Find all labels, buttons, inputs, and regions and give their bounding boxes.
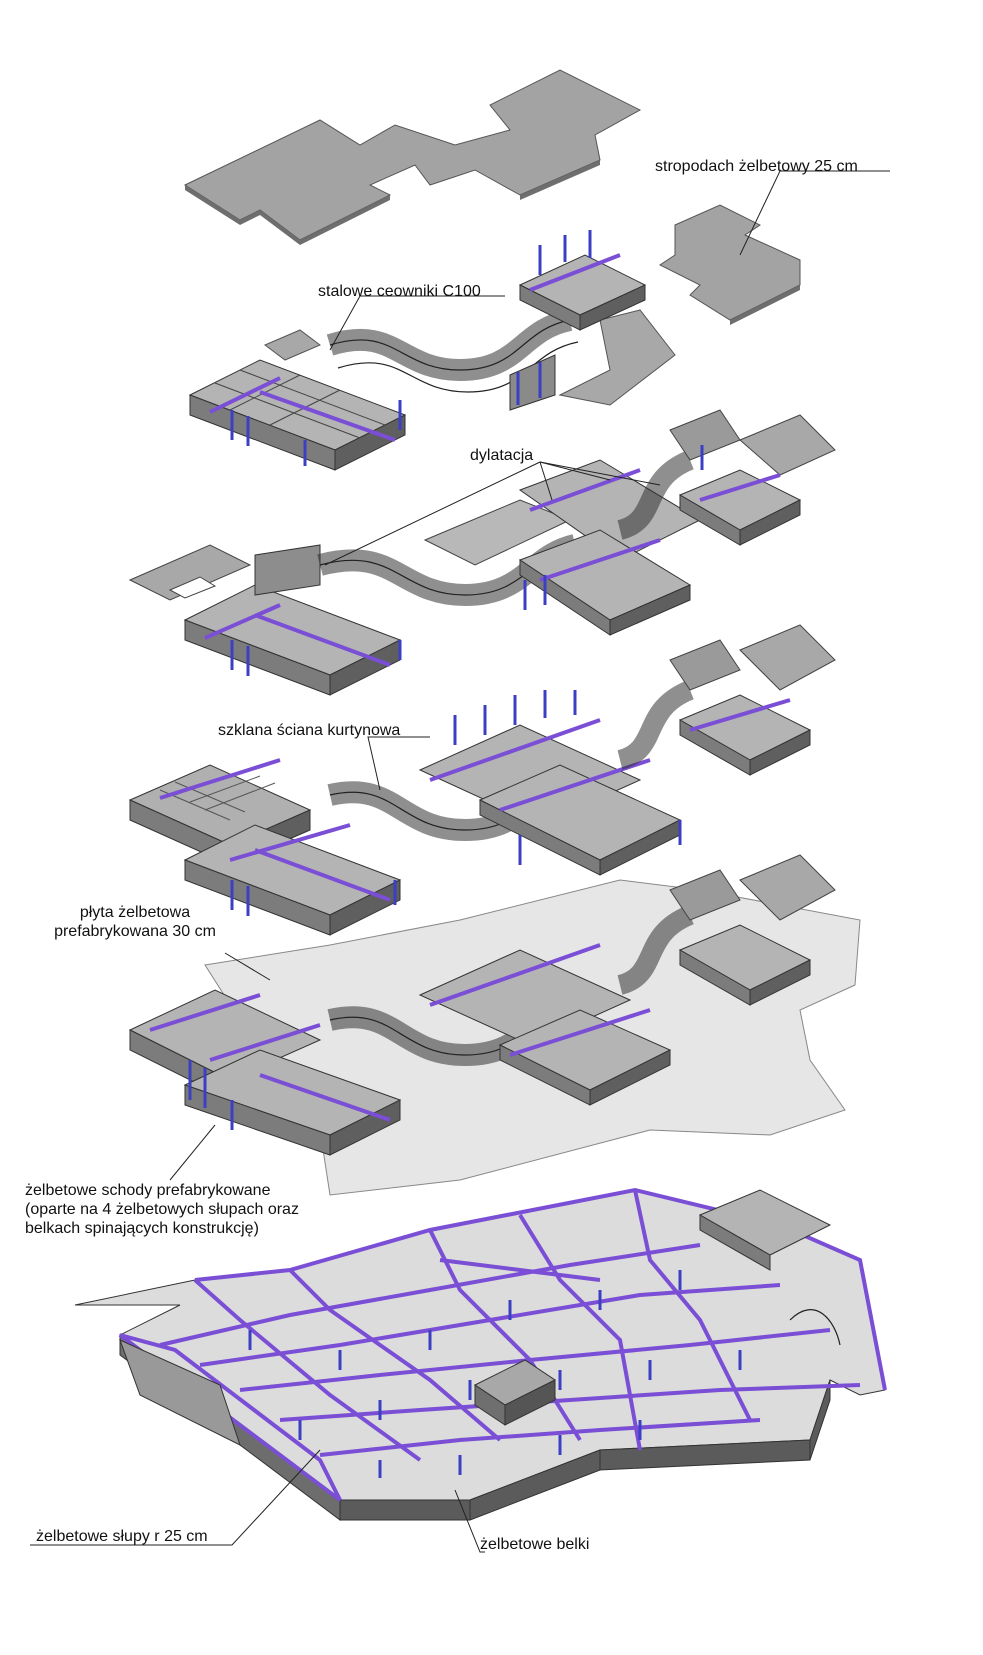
- label-dilatation: dylatacja: [470, 447, 534, 464]
- label-stairs-line3: belkach spinających konstrukcję): [25, 1220, 259, 1237]
- leader-lines: [30, 170, 890, 1553]
- label-stairs-line1: żelbetowe schody prefabrykowane: [25, 1182, 271, 1199]
- level-4-structure: [128, 624, 836, 936]
- label-curtain-wall: szklana ściana kurtynowa: [218, 722, 401, 739]
- level-3-structure: [128, 409, 836, 696]
- label-roof-slab: stropodach żelbetowy 25 cm: [655, 158, 858, 175]
- level-5-structure: [128, 854, 861, 1196]
- label-columns: żelbetowe słupy r 25 cm: [36, 1528, 208, 1545]
- label-stairs: żelbetowe schody prefabrykowane (oparte …: [25, 1181, 345, 1238]
- label-stairs-line2: (oparte na 4 żelbetowych słupach oraz: [25, 1201, 299, 1218]
- ground-floor-grid: [74, 1187, 887, 1521]
- label-steel-channels: stalowe ceowniki C100: [318, 283, 481, 300]
- label-precast-slab-line1: płyta żelbetowa: [79, 904, 191, 921]
- label-precast-slab-line2: prefabrykowana 30 cm: [54, 923, 216, 940]
- level-2-structure: [188, 230, 647, 471]
- label-precast-slab: płyta żelbetowa prefabrykowana 30 cm: [35, 903, 235, 941]
- roof-slab-level: [183, 69, 801, 406]
- label-beams: żelbetowe belki: [480, 1536, 590, 1553]
